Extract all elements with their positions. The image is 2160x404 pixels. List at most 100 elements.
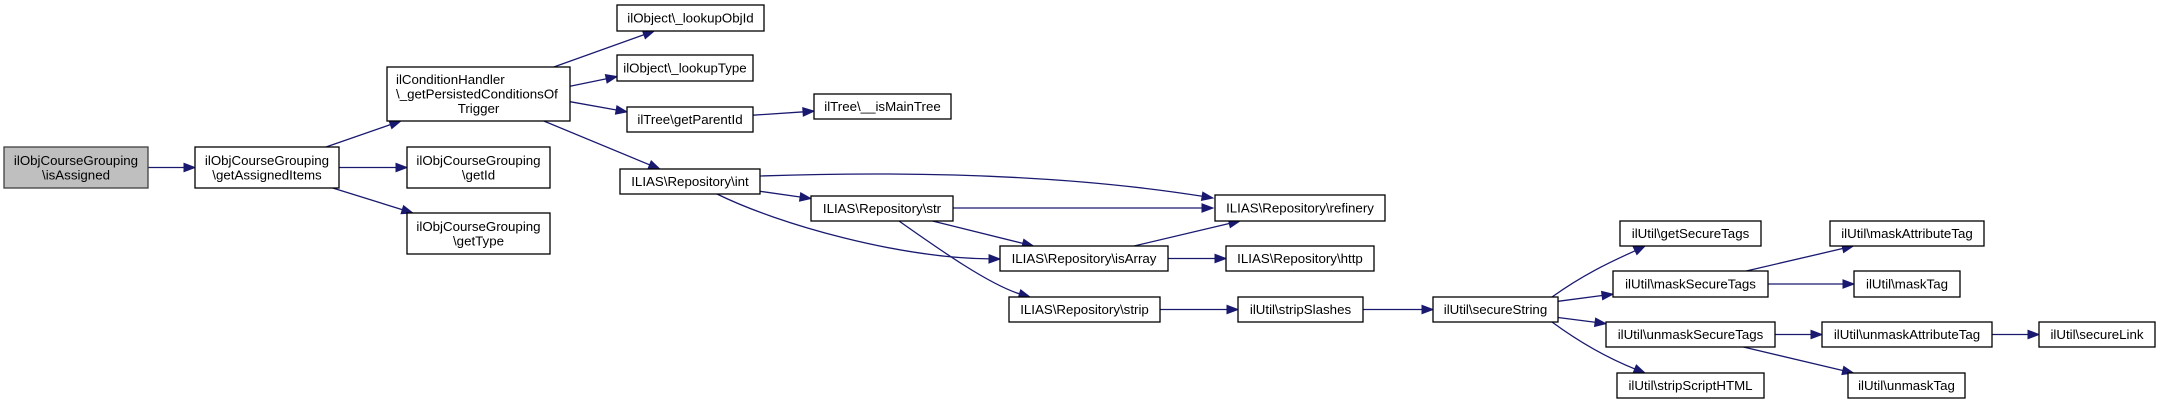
edge-isArray-to-http bbox=[1168, 253, 1228, 264]
node-http[interactable]: ILIAS\Repository\http bbox=[1225, 245, 1375, 272]
edge-getParentId-to-isMainTree bbox=[752, 106, 816, 117]
node-getId[interactable]: ilObjCourseGrouping\getId bbox=[406, 146, 551, 189]
node-label: ilObjCourseGrouping bbox=[416, 219, 540, 234]
edge-line bbox=[898, 220, 1021, 295]
node-unmaskTag[interactable]: ilUtil\unmaskTag bbox=[1847, 372, 1966, 399]
node-label: ilObject\_lookupObjId bbox=[627, 11, 753, 26]
arrowhead-icon bbox=[798, 192, 813, 202]
arrowhead-icon bbox=[1593, 317, 1608, 328]
arrowhead-icon bbox=[1421, 304, 1435, 315]
arrowhead-icon bbox=[388, 120, 403, 130]
arrowhead-icon bbox=[802, 106, 816, 117]
node-isArray[interactable]: ILIAS\Repository\isArray bbox=[999, 245, 1169, 272]
node-box bbox=[813, 93, 952, 120]
edge-getAssignedItems-to-getId bbox=[339, 162, 409, 173]
edge-line bbox=[553, 33, 646, 68]
node-label: \getType bbox=[453, 233, 504, 248]
edge-unmaskSecureTags-to-unmaskTag bbox=[1743, 346, 1855, 376]
node-box bbox=[1616, 372, 1765, 399]
edge-repoInt-to-repoStr bbox=[759, 190, 813, 202]
node-getSecureTags[interactable]: ilUtil\getSecureTags bbox=[1619, 220, 1762, 247]
arrowhead-icon bbox=[641, 30, 656, 40]
node-label: ilObjCourseGrouping bbox=[205, 153, 329, 168]
node-label: ILIAS\Repository\str bbox=[823, 201, 942, 216]
node-lookupType[interactable]: ilObject\_lookupType bbox=[616, 54, 754, 82]
node-box bbox=[1008, 296, 1161, 323]
node-box bbox=[1605, 321, 1776, 348]
arrowhead-icon bbox=[1214, 253, 1228, 264]
edge-getPersisted-to-getParentId bbox=[569, 101, 629, 115]
edge-line bbox=[759, 190, 802, 198]
node-label: ILIAS\Repository\http bbox=[1237, 251, 1363, 266]
arrowhead-icon bbox=[1201, 203, 1215, 213]
edge-line bbox=[1551, 249, 1637, 298]
node-box bbox=[619, 168, 761, 195]
node-label: ilTree\getParentId bbox=[637, 112, 742, 127]
node-getAssignedItems[interactable]: ilObjCourseGrouping\getAssignedItems bbox=[194, 146, 340, 189]
node-label: ILIAS\Repository\strip bbox=[1020, 302, 1149, 317]
nodes-layer: ilObjCourseGrouping\isAssigned ilObjCours… bbox=[3, 4, 2156, 399]
node-maskTag[interactable]: ilUtil\maskTag bbox=[1853, 270, 1961, 298]
node-box bbox=[999, 245, 1169, 272]
node-label: ilUtil\unmaskAttributeTag bbox=[1834, 327, 1980, 342]
node-box bbox=[1853, 270, 1961, 298]
edge-line bbox=[1557, 316, 1597, 324]
node-label: ilTree\__isMainTree bbox=[824, 99, 941, 114]
node-label: ilUtil\secureLink bbox=[2050, 327, 2143, 342]
node-label: ilObjCourseGrouping bbox=[416, 153, 540, 168]
node-strip[interactable]: ILIAS\Repository\strip bbox=[1008, 296, 1161, 323]
node-isMainTree[interactable]: ilTree\__isMainTree bbox=[813, 93, 952, 120]
node-getPersisted[interactable]: ilConditionHandler\_getPersistedConditio… bbox=[386, 66, 571, 122]
edge-getPersisted-to-lookupType bbox=[569, 74, 619, 87]
node-getParentId[interactable]: ilTree\getParentId bbox=[626, 106, 754, 133]
arrowhead-icon bbox=[395, 162, 409, 173]
node-label: ilObject\_lookupType bbox=[623, 61, 746, 76]
node-label: ILIAS\Repository\int bbox=[631, 174, 749, 189]
node-stripSlashes[interactable]: ilUtil\stripSlashes bbox=[1237, 296, 1364, 323]
node-label: Trigger bbox=[458, 101, 500, 116]
node-secureLink[interactable]: ilUtil\secureLink bbox=[2038, 321, 2156, 348]
edge-line bbox=[932, 220, 1024, 245]
node-label: ilUtil\stripSlashes bbox=[1250, 302, 1352, 317]
arrowhead-icon bbox=[1600, 290, 1615, 301]
node-refinery[interactable]: ILIAS\Repository\refinery bbox=[1214, 194, 1386, 222]
node-box bbox=[1829, 220, 1985, 247]
node-maskSecureTags[interactable]: ilUtil\maskSecureTags bbox=[1612, 270, 1769, 298]
node-box bbox=[1847, 372, 1966, 399]
edges-layer bbox=[148, 30, 2041, 376]
node-label: ilUtil\unmaskSecureTags bbox=[1618, 327, 1764, 342]
node-secureString[interactable]: ilUtil\secureString bbox=[1432, 296, 1559, 323]
node-unmaskAttributeTag[interactable]: ilUtil\unmaskAttributeTag bbox=[1821, 321, 1993, 348]
node-box bbox=[1214, 194, 1386, 222]
node-label: ilUtil\maskAttributeTag bbox=[1841, 226, 1973, 241]
node-label: \getId bbox=[462, 167, 495, 182]
node-maskAttributeTag[interactable]: ilUtil\maskAttributeTag bbox=[1829, 220, 1985, 247]
edge-repoStr-to-isArray bbox=[932, 220, 1035, 249]
node-isAssigned: ilObjCourseGrouping\isAssigned bbox=[3, 146, 149, 189]
edge-line bbox=[716, 193, 991, 260]
edge-repoStr-to-refinery bbox=[953, 203, 1215, 213]
node-repoStr[interactable]: ILIAS\Repository\str bbox=[810, 195, 954, 222]
arrowhead-icon bbox=[1632, 364, 1647, 374]
edge-line bbox=[332, 187, 404, 211]
node-repoInt[interactable]: ILIAS\Repository\int bbox=[619, 168, 761, 195]
edge-line bbox=[1133, 222, 1231, 247]
node-stripScriptHTML[interactable]: ilUtil\stripScriptHTML bbox=[1616, 372, 1765, 399]
edge-maskSecureTags-to-maskTag bbox=[1768, 279, 1856, 289]
node-label: ilUtil\maskSecureTags bbox=[1625, 277, 1756, 292]
node-getType[interactable]: ilObjCourseGrouping\getType bbox=[406, 212, 551, 255]
edge-line bbox=[1551, 321, 1636, 370]
node-unmaskSecureTags[interactable]: ilUtil\unmaskSecureTags bbox=[1605, 321, 1776, 348]
node-label: \_getPersistedConditionsOf bbox=[396, 87, 558, 102]
arrowhead-icon bbox=[1200, 191, 1215, 202]
edge-getAssignedItems-to-getPersisted bbox=[325, 120, 403, 148]
edge-strip-to-stripSlashes bbox=[1160, 304, 1240, 315]
edge-isArray-to-refinery bbox=[1133, 218, 1242, 247]
node-label: ilUtil\secureString bbox=[1444, 302, 1547, 317]
arrowhead-icon bbox=[647, 160, 662, 170]
edge-line bbox=[543, 120, 651, 166]
node-box bbox=[1237, 296, 1364, 323]
edge-line bbox=[325, 123, 392, 148]
node-lookupObjId[interactable]: ilObject\_lookupObjId bbox=[616, 4, 765, 32]
